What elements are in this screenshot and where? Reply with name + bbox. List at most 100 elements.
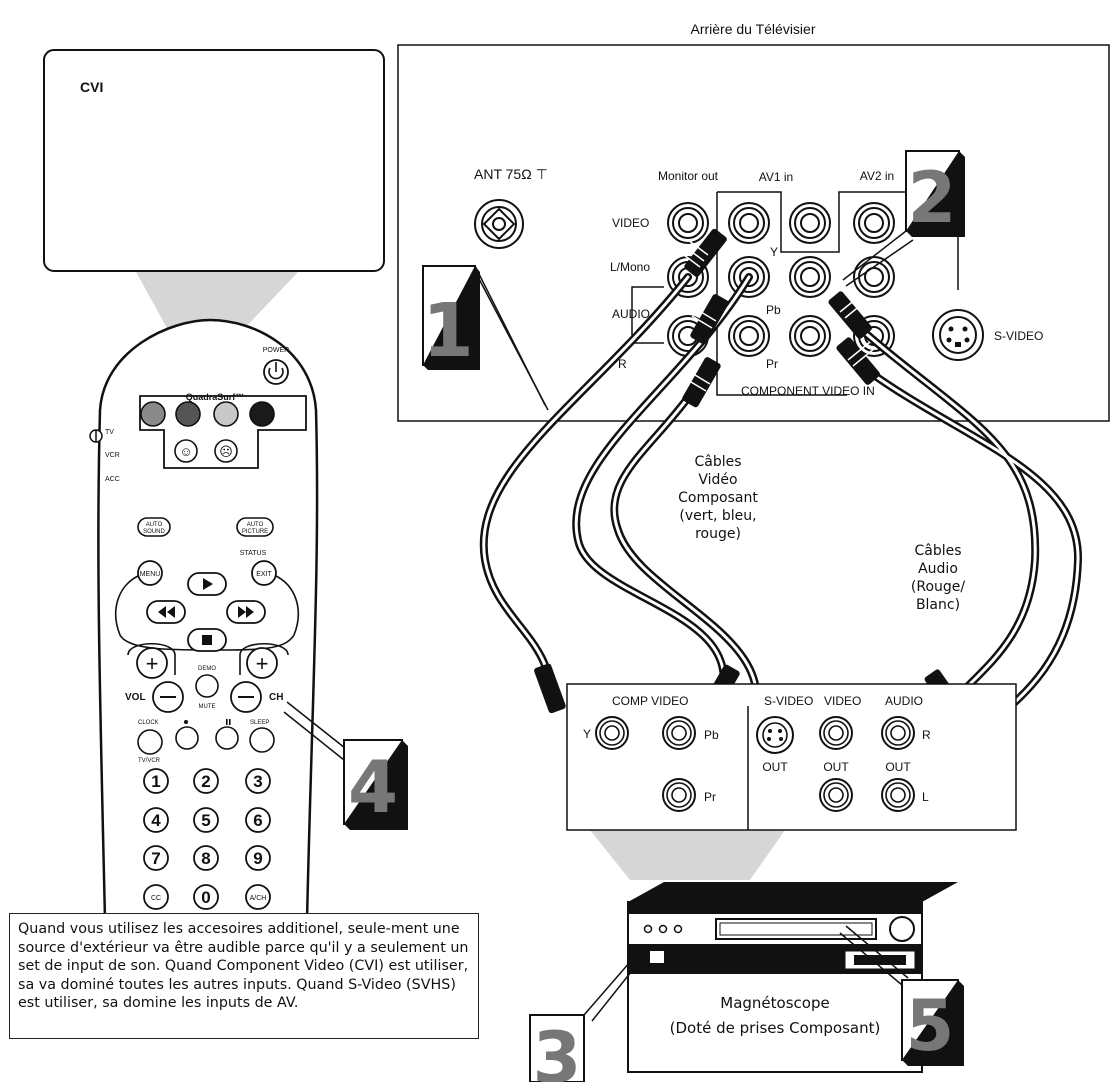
svg-text:☺: ☺ bbox=[179, 444, 192, 459]
clock-label: CLOCK bbox=[138, 720, 159, 726]
svg-text:MENU: MENU bbox=[140, 571, 161, 578]
tv-plug-ridges bbox=[679, 239, 876, 392]
svg-text:9: 9 bbox=[253, 849, 262, 868]
tv-y-label: Y bbox=[770, 245, 778, 259]
color-key-green[interactable] bbox=[175, 401, 201, 427]
step-5-callout: 5 bbox=[839, 925, 964, 1067]
stop-icon bbox=[202, 635, 212, 645]
step-2-number: 2 bbox=[908, 157, 957, 239]
menu-button[interactable] bbox=[137, 560, 163, 586]
auto-picture-button[interactable] bbox=[236, 517, 274, 537]
ach-label: A/CH bbox=[250, 895, 267, 902]
color-key-red[interactable] bbox=[140, 401, 166, 427]
mode-tv: TV bbox=[105, 429, 114, 436]
svg-text:EXIT: EXIT bbox=[256, 571, 272, 578]
step-4-number: 4 bbox=[348, 745, 398, 829]
exit-button[interactable] bbox=[251, 560, 277, 586]
svg-text:4: 4 bbox=[151, 811, 161, 830]
vcr-svideo-label: S-VIDEO bbox=[764, 694, 813, 708]
vcr-audio-label: AUDIO bbox=[885, 694, 923, 708]
digit-2-button[interactable] bbox=[193, 768, 219, 794]
step-3-number: 3 bbox=[533, 1017, 582, 1082]
tv-svideo-jack bbox=[932, 309, 984, 361]
svg-text:Blanc): Blanc) bbox=[916, 597, 960, 613]
number-keys: 1 2 3 4 5 6 7 8 9 0 bbox=[143, 768, 271, 910]
svg-text:1: 1 bbox=[151, 772, 160, 791]
mute-button[interactable] bbox=[195, 674, 219, 698]
svg-text:Composant: Composant bbox=[678, 490, 758, 506]
smiley-happy-icon[interactable] bbox=[174, 439, 198, 463]
svg-text:6: 6 bbox=[253, 811, 262, 830]
tv-pb-label: Pb bbox=[766, 303, 781, 317]
volume-up-button[interactable] bbox=[136, 647, 168, 679]
vol-label: VOL bbox=[125, 692, 146, 703]
sleep-label: SLEEP bbox=[250, 720, 269, 726]
vcr-jack-panel bbox=[566, 683, 1017, 831]
video-row-label: VIDEO bbox=[612, 216, 649, 230]
quadrasurf-label: QuadraSurf™ bbox=[186, 392, 245, 402]
remote-control: POWER QuadraSurf™ ☺ ☹ TV VCR ACC AUTO SO… bbox=[89, 318, 319, 921]
svg-text:Audio: Audio bbox=[918, 561, 958, 577]
tv-svideo-label: S-VIDEO bbox=[994, 329, 1043, 343]
auto-sound-button[interactable] bbox=[137, 517, 171, 537]
digit-4-button[interactable] bbox=[143, 807, 169, 833]
svg-text:☹: ☹ bbox=[219, 444, 233, 459]
color-key-yellow[interactable] bbox=[213, 401, 239, 427]
screen-light-cone bbox=[135, 270, 300, 330]
channel-up-button[interactable] bbox=[246, 647, 278, 679]
vcr-pr-label: Pr bbox=[704, 790, 716, 804]
pause-button[interactable] bbox=[215, 726, 239, 750]
digit-0-button[interactable] bbox=[193, 884, 219, 910]
demo-label: DEMO bbox=[198, 666, 216, 672]
screen-label: CVI bbox=[80, 79, 103, 95]
digit-6-button[interactable] bbox=[245, 807, 271, 833]
svg-text:3: 3 bbox=[253, 772, 262, 791]
svg-text:Câbles: Câbles bbox=[914, 543, 961, 559]
digit-7-button[interactable] bbox=[143, 845, 169, 871]
svg-text:0: 0 bbox=[201, 888, 210, 907]
ach-button[interactable] bbox=[245, 884, 271, 910]
monitor-out-label: Monitor out bbox=[658, 169, 719, 183]
digit-8-button[interactable] bbox=[193, 845, 219, 871]
digit-9-button[interactable] bbox=[245, 845, 271, 871]
svg-text:8: 8 bbox=[201, 849, 210, 868]
component-video-in-label: COMPONENT VIDEO IN bbox=[741, 384, 875, 398]
vcr-svideo-out: OUT bbox=[762, 760, 788, 774]
mode-acc: ACC bbox=[105, 476, 120, 483]
tv-vcr-button[interactable] bbox=[137, 729, 163, 755]
tv-pr-label: Pr bbox=[766, 357, 778, 371]
svg-text:Vidéo: Vidéo bbox=[698, 472, 737, 488]
digit-5-button[interactable] bbox=[193, 807, 219, 833]
step-2-callout: 2 bbox=[842, 150, 965, 287]
step-5-number: 5 bbox=[906, 985, 955, 1067]
svg-text:+: + bbox=[146, 651, 159, 676]
power-label: POWER bbox=[263, 347, 289, 354]
av1-in-label: AV1 in bbox=[759, 170, 793, 184]
vcr-video-out: OUT bbox=[823, 760, 849, 774]
comp-video-label: COMP VIDEO bbox=[612, 694, 688, 708]
antenna-label: ANT 75Ω ⊤ bbox=[474, 166, 548, 182]
record-button[interactable] bbox=[175, 726, 199, 750]
status-label: STATUS bbox=[240, 550, 267, 557]
smiley-sad-icon[interactable] bbox=[214, 439, 238, 463]
cable-group bbox=[479, 273, 1083, 739]
antenna-jack bbox=[474, 199, 524, 249]
digit-3-button[interactable] bbox=[245, 768, 271, 794]
vcr-pb-label: Pb bbox=[704, 728, 719, 742]
audio-row-label: AUDIO bbox=[612, 307, 650, 321]
digit-1-button[interactable] bbox=[143, 768, 169, 794]
sleep-button[interactable] bbox=[249, 727, 275, 753]
cc-label: CC bbox=[151, 895, 161, 902]
svg-text:AUTO: AUTO bbox=[146, 522, 163, 528]
svg-text:7: 7 bbox=[151, 849, 160, 868]
fast-forward-icon bbox=[238, 606, 246, 618]
tv-screen bbox=[43, 49, 385, 272]
r-row-label: R bbox=[618, 357, 627, 371]
cc-button[interactable] bbox=[143, 884, 169, 910]
play-icon bbox=[203, 578, 213, 590]
av2-in-label: AV2 in bbox=[860, 169, 894, 183]
vcr-title: Magnétoscope bbox=[720, 994, 829, 1012]
rewind-icon bbox=[158, 606, 166, 618]
color-key-blue[interactable] bbox=[249, 401, 275, 427]
